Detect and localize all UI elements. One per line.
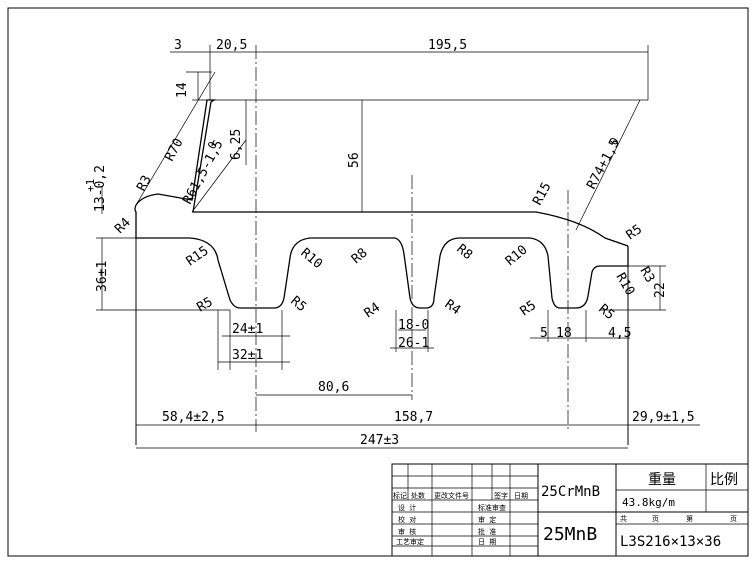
sheet-unit-label-2: 页 — [730, 515, 737, 523]
radius-r5-d: R5 — [595, 302, 617, 324]
radius-r8-b: R8 — [453, 242, 475, 264]
dim-29-9: 29,9±1,5 — [632, 410, 695, 425]
weight-value: 43.8kg/m — [622, 496, 675, 509]
radius-r8-a: R8 — [349, 246, 371, 268]
material-primary: 25CrMnB — [541, 484, 600, 500]
dim-6-25: 6,25 — [229, 129, 244, 160]
scale-label: 比例 — [710, 472, 738, 488]
centerlines — [255, 45, 569, 432]
dim-14: 14 — [175, 82, 190, 98]
dim-58-4: 58,4±2,5 — [162, 410, 225, 425]
radius-r4-a: R4 — [362, 300, 384, 321]
dim-56: 56 — [347, 152, 362, 168]
role-review: 审 核 — [398, 527, 416, 536]
rev-header-doc: 更改文件号 — [434, 491, 469, 500]
radius-r70: R70 — [162, 136, 186, 164]
approval-standard: 标准审查 — [478, 503, 506, 512]
dim-26: 26-1 — [398, 336, 429, 351]
radius-r61-5-tol: 0 — [205, 139, 220, 151]
role-check: 校 对 — [398, 515, 416, 524]
radius-r10-c: R10 — [613, 271, 638, 299]
radius-r5-c: R5 — [518, 298, 539, 319]
role-design: 设 计 — [398, 503, 416, 512]
part-number: L3S216×13×36 — [620, 534, 721, 550]
dim-22: 22 — [653, 282, 668, 298]
sheet-total-label: 共 — [620, 514, 627, 523]
dim-4-5: 4,5 — [608, 326, 631, 341]
dim-20-5: 20,5 — [216, 38, 247, 53]
dim-36: 36±1 — [95, 261, 110, 292]
left-flange — [134, 204, 629, 309]
radius-r3: R3 — [134, 173, 155, 194]
dimension-lines — [96, 45, 700, 449]
top-surface — [135, 99, 629, 247]
approval-final: 审 定 — [478, 515, 496, 524]
dim-18: 18-0 — [398, 318, 429, 333]
role-process: 工艺审定 — [396, 537, 424, 546]
dim-3: 3 — [174, 38, 182, 53]
rev-header-count: 处数 — [411, 491, 425, 500]
rev-header-sign: 签字 — [494, 491, 508, 500]
dim-32: 32±1 — [232, 348, 263, 363]
profile-outline — [134, 99, 629, 445]
radius-r5-b: R5 — [287, 294, 309, 316]
sheet-number-label: 第 — [686, 514, 693, 523]
rev-header-mark: 标记 — [393, 491, 407, 500]
radius-r15-left: R15 — [184, 244, 212, 270]
dim-24: 24±1 — [232, 322, 263, 337]
radius-r15-right: R15 — [530, 180, 554, 208]
dimension-labels: 3 20,5 195,5 14 6,25 56 R70 R61,5-1,5 0 … — [84, 38, 695, 448]
radius-r74-tol: 0 — [607, 135, 622, 147]
radius-r5-a: R5 — [195, 295, 216, 316]
dim-13-tol: +1 — [84, 179, 97, 192]
radius-r3-right: R3 — [637, 265, 658, 286]
radius-r10-b: R10 — [503, 242, 531, 269]
radius-r10-a: R10 — [297, 246, 325, 273]
material-secondary: 25MnB — [543, 524, 597, 545]
radius-r5-top-right: R5 — [624, 222, 645, 243]
radius-r4-b: R4 — [442, 297, 464, 318]
dim-195-5: 195,5 — [428, 38, 467, 53]
weight-label: 重量 — [648, 472, 676, 488]
dim-247: 247±3 — [360, 433, 399, 448]
drawing-border — [7, 7, 749, 557]
dim-80-6: 80,6 — [318, 380, 349, 395]
title-block: 标记 处数 更改文件号 签字 日期 设 计 校 对 审 核 工艺审定 标准审查 … — [391, 463, 749, 557]
approval-approve: 批 准 — [478, 527, 496, 536]
dim-18-right: 18 — [556, 326, 572, 341]
radius-r4-top: R4 — [112, 215, 134, 237]
approval-date: 日 期 — [478, 538, 496, 546]
dim-158-7: 158,7 — [394, 410, 433, 425]
rev-header-date: 日期 — [514, 492, 528, 500]
dim-5: 5 — [540, 326, 548, 341]
dim-13: 13-0,2 — [93, 165, 108, 212]
sheet-unit-label-1: 页 — [652, 515, 659, 523]
